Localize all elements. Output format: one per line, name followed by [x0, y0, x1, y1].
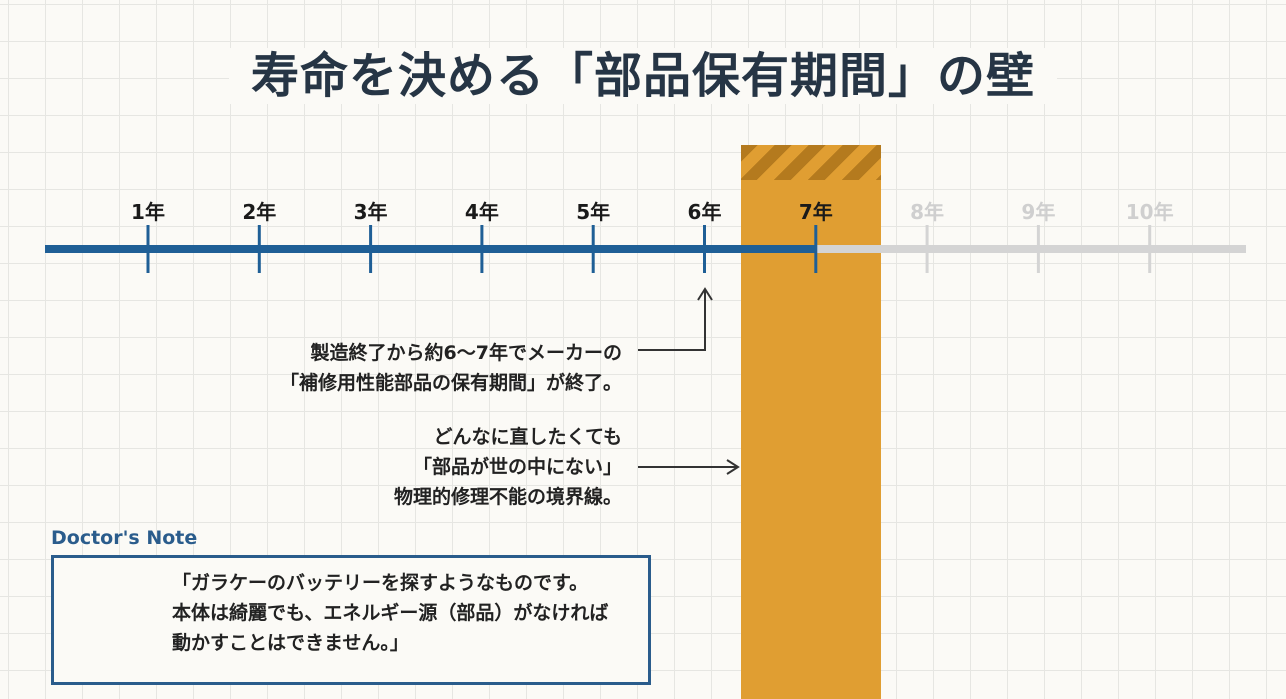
- note-line: 本体は綺麗でも、エネルギー源（部品）がなければ: [172, 602, 609, 624]
- timeline-tick-label: 1年: [131, 200, 165, 224]
- callout-parts-period: 製造終了から約6〜7年でメーカーの 「補修用性能部品の保有期間」が終了。: [280, 338, 622, 398]
- callout-line: 物理的修理不能の境界線。: [393, 486, 622, 508]
- timeline-tick-label: 8年: [910, 200, 945, 224]
- timeline-tick-label: 3年: [353, 200, 388, 224]
- timeline-tick-label: 10年: [1125, 200, 1174, 224]
- hazard-stripes: [741, 145, 881, 180]
- parts-wall-bar: [741, 145, 881, 699]
- title-text: 寿命を決める「部品保有期間」の壁: [228, 48, 1057, 104]
- timeline-tick-label: 6年: [687, 200, 722, 224]
- page-title: 寿命を決める「部品保有期間」の壁: [0, 36, 1286, 106]
- arrowhead-up: [697, 287, 713, 301]
- arrowhead-right: [726, 459, 740, 475]
- callout-repair-limit: どんなに直したくても 「部品が世の中にない」 物理的修理不能の境界線。: [394, 422, 622, 512]
- doctors-note-label: Doctor's Note: [51, 527, 198, 549]
- callout-line: 製造終了から約6〜7年でメーカーの: [310, 342, 622, 364]
- note-line: 「ガラケーのバッテリーを探すようなものです。: [172, 572, 589, 594]
- doctors-note-box: [51, 555, 651, 685]
- note-line: 動かすことはできません。」: [172, 632, 409, 654]
- timeline-tick-label: 5年: [576, 200, 611, 224]
- doctors-note-text: 「ガラケーのバッテリーを探すようなものです。 本体は綺麗でも、エネルギー源（部品…: [172, 568, 608, 658]
- arrow-to-6-years: [638, 290, 706, 351]
- timeline-tick-label: 7年: [798, 200, 833, 224]
- timeline-tick-label: 4年: [464, 200, 499, 224]
- timeline-tick-label: 9年: [1021, 200, 1056, 224]
- callout-line: 「補修用性能部品の保有期間」が終了。: [279, 372, 622, 394]
- timeline-tick-label: 2年: [242, 200, 277, 224]
- callout-line: どんなに直したくても: [433, 426, 622, 448]
- callout-line: 「部品が世の中にない」: [412, 456, 622, 478]
